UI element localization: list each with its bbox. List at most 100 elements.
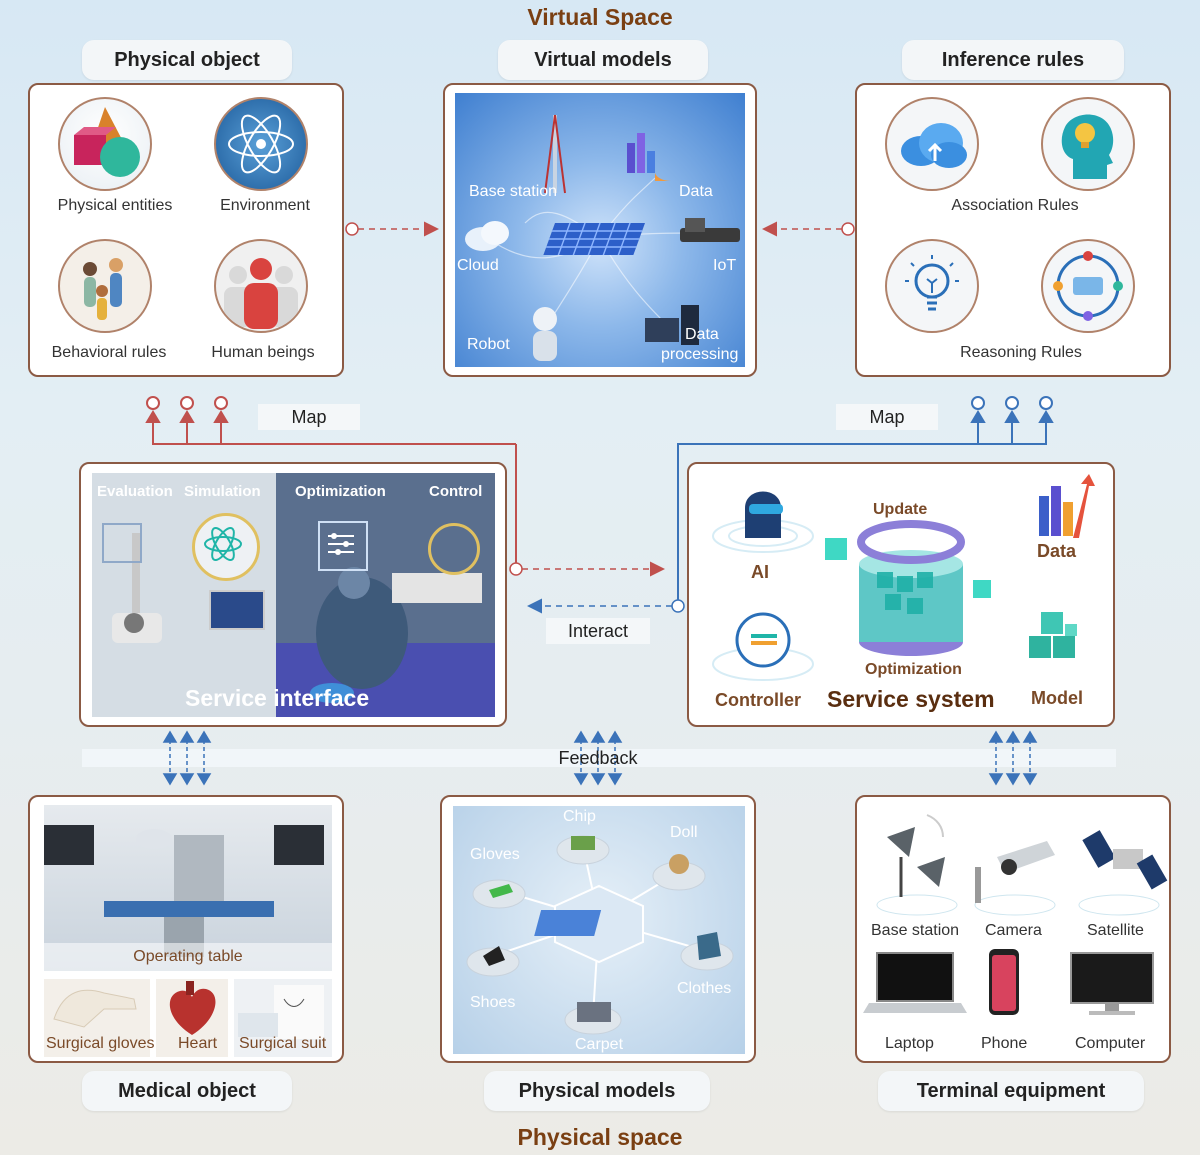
physical-models-panel: Chip Doll Gloves Shoes Clothes Carpet (440, 795, 756, 1063)
shoes-label: Shoes (470, 994, 516, 1011)
surgical-gloves-label: Surgical gloves (46, 1035, 155, 1052)
terminal-equipment-header: Terminal equipment (878, 1071, 1144, 1111)
clothes-icon (697, 932, 721, 960)
model-label: Model (1031, 688, 1083, 708)
medical-object-panel: Operating table Surgical gloves Heart Su… (28, 795, 344, 1063)
model-cubes-icon (1029, 612, 1077, 658)
computer-label: Computer (1075, 1035, 1146, 1052)
operating-table-label: Operating table (133, 948, 243, 965)
terminal-equipment-graphic (863, 814, 1168, 1015)
shoes-icon (483, 946, 505, 966)
controller-icon (712, 612, 814, 681)
evaluation-icon (102, 523, 142, 563)
association-rules-head-icon (1041, 97, 1135, 191)
surgical-suit-image (234, 979, 332, 1057)
iot-device-icon (680, 218, 740, 242)
physical-space-title: Physical space (517, 1124, 683, 1150)
reasoning-lightbulb-icon (885, 239, 979, 333)
service-system-graphic (712, 474, 1095, 681)
server-stack-icon (825, 520, 991, 656)
service-interface-panel: Evaluation Simulation Optimization Contr… (79, 462, 507, 727)
satellite-label: Satellite (1087, 922, 1144, 939)
data-processing-label-2: processing (661, 346, 739, 363)
physical-to-virtual-arrow (345, 221, 439, 237)
clothes-label: Clothes (677, 980, 732, 997)
laptop-label: Laptop (885, 1035, 934, 1052)
simulation-icon (192, 513, 260, 581)
service-system-panel: Update AI Data Controller Optimization S… (687, 462, 1115, 727)
base-station-icon (544, 114, 566, 194)
optimization-label: Optimization (865, 661, 962, 678)
environment-icon (214, 97, 308, 191)
doll-icon (669, 854, 689, 874)
human-beings-label: Human beings (211, 344, 315, 361)
association-rules-cloud-icon (885, 97, 979, 191)
ai-head-icon (712, 491, 814, 553)
optimization-label: Optimization (295, 483, 386, 500)
behavioral-rules-icon (58, 239, 152, 333)
physical-entities-label: Physical entities (57, 197, 173, 214)
map-right-arrows (677, 396, 1054, 600)
physical-models-header: Physical models (484, 1071, 710, 1111)
feedback-arrows (162, 730, 1038, 786)
data-processing-label-1: Data (685, 326, 719, 343)
virtual-network-graphic (465, 114, 740, 361)
base-station-label: Base station (469, 183, 558, 200)
surgical-suit-label: Surgical suit (239, 1035, 327, 1052)
service-interface-image: Evaluation Simulation Optimization Contr… (92, 473, 495, 717)
system-to-interface-arrow (527, 598, 685, 614)
phone-label: Phone (981, 1035, 1028, 1052)
cloud-icon (465, 221, 509, 251)
evaluation-label: Evaluation (97, 483, 173, 500)
interface-to-system-arrow (509, 561, 665, 577)
heart-label: Heart (178, 1035, 218, 1052)
chip-label: Chip (563, 808, 596, 825)
robot-label: Robot (467, 336, 510, 353)
service-system-title: Service system (827, 686, 995, 712)
base-station-label: Base station (871, 922, 960, 939)
data-label: Data (679, 183, 713, 200)
map-right-label: Map (836, 404, 938, 430)
data-bars-icon (1039, 474, 1095, 538)
doll-label: Doll (670, 824, 698, 841)
physical-entities-icon (58, 97, 152, 191)
microscope-graphic (112, 533, 162, 643)
chip-icon (571, 836, 595, 850)
heart-image (156, 979, 228, 1057)
service-interface-title: Service interface (185, 685, 370, 711)
reasoning-rules-label: Reasoning Rules (960, 344, 1082, 361)
medical-object-header: Medical object (82, 1071, 292, 1111)
inference-rules-header: Inference rules (902, 40, 1124, 80)
iot-label: IoT (713, 257, 737, 274)
ai-label: AI (751, 562, 769, 582)
control-label: Control (429, 483, 483, 500)
camera-label: Camera (985, 922, 1042, 939)
optimization-sliders-icon (318, 521, 368, 571)
terminal-equipment-panel: Base station Camera Satellite Laptop Pho… (855, 795, 1171, 1063)
behavioral-rules-label: Behavioral rules (51, 344, 167, 361)
map-left-label: Map (258, 404, 360, 430)
physical-object-panel: Physical entities Environment Behavioral… (28, 83, 344, 377)
data-chart-icon (627, 133, 671, 182)
base-station-dish-icon (876, 814, 958, 916)
computer-icon (1070, 952, 1154, 1015)
human-beings-icon (214, 239, 308, 333)
virtual-space-title: Virtual Space (527, 4, 673, 30)
update-label: Update (873, 501, 928, 518)
data-label: Data (1037, 541, 1077, 561)
robot-icon (533, 307, 557, 361)
inference-to-virtual-arrow (762, 221, 855, 237)
physical-models-image: Chip Doll Gloves Shoes Clothes Carpet (453, 806, 745, 1054)
inference-rules-panel: Association Rules Reasoning Rules (855, 83, 1171, 377)
satellite-icon (1078, 830, 1168, 916)
carpet-icon (577, 1002, 611, 1022)
control-gear-icon (428, 523, 480, 575)
cloud-label: Cloud (457, 257, 499, 274)
reasoning-network-icon (1041, 239, 1135, 333)
patient-surgery-graphic (310, 567, 482, 703)
gloves-label: Gloves (470, 846, 520, 863)
surgical-gloves-image (44, 979, 150, 1057)
virtual-models-panel: Base station Data Cloud IoT Robot Data p… (443, 83, 757, 377)
carpet-label: Carpet (575, 1036, 624, 1053)
